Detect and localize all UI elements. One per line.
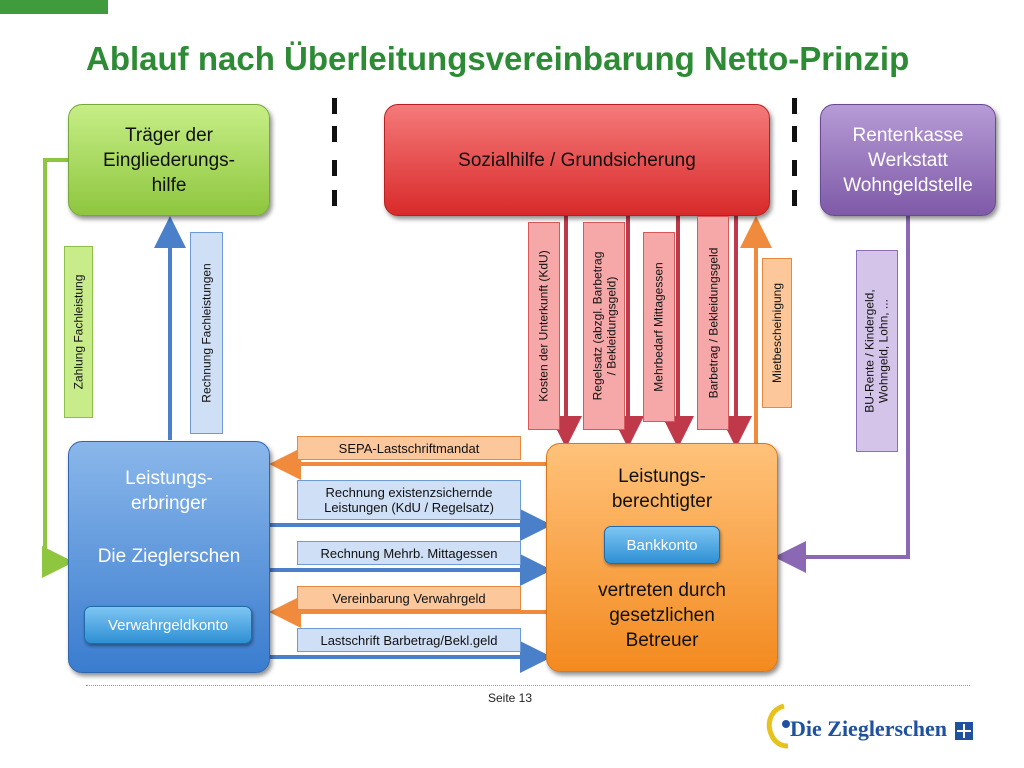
box-erbringer-line2: erbringer [130, 493, 208, 514]
box-erbringer-line1: Leistungs- [125, 468, 213, 489]
box-traeger-line3: hilfe [151, 174, 187, 196]
box-traeger-eingliederungshilfe: Träger der Eingliederungs- hilfe [68, 104, 270, 216]
page-number: Seite 13 [488, 691, 533, 705]
box-rentenkasse-line2: Werkstatt [868, 149, 948, 171]
label-verwahrgeld: Vereinbarung Verwahrgeld [297, 586, 521, 610]
label-rechnung-existenz: Rechnung existenzsichernde Leistungen (K… [297, 480, 521, 520]
box-berechtigter-line2: berechtigter [611, 491, 713, 512]
box-sozialhilfe: Sozialhilfe / Grundsicherung [384, 104, 770, 216]
arrow-bu-rente [774, 214, 910, 573]
box-berechtigter-line4: gesetzlichen [609, 605, 715, 626]
label-barbetrag: Barbetrag / Bekleidungsgeld [697, 216, 729, 430]
box-rentenkasse-line1: Rentenkasse [852, 124, 964, 146]
box-traeger-line2: Eingliederungs- [102, 149, 236, 171]
bankkonto: Bankkonto [604, 526, 720, 564]
logo-mark-icon [766, 703, 790, 749]
footer-divider [86, 685, 970, 686]
verwahrgeldkonto: Verwahrgeldkonto [84, 606, 252, 644]
box-berechtigter-line3: vertreten durch [598, 580, 726, 601]
label-bu-rente: BU-Rente / Kindergeld,Wohngeld, Lohn, ..… [856, 250, 898, 452]
box-berechtigter-line5: Betreuer [625, 630, 699, 651]
box-berechtigter-line1: Leistungs- [618, 466, 706, 487]
label-zahlung-fachleistung: Zahlung Fachleistung [64, 246, 93, 418]
page-title: Ablauf nach Überleitungsvereinbarung Net… [86, 40, 910, 77]
box-rentenkasse: Rentenkasse Werkstatt Wohngeldstelle [820, 104, 996, 216]
logo-cross-icon [955, 722, 973, 740]
label-rechnung-fachleistungen: Rechnung Fachleistungen [190, 232, 223, 434]
label-sepa: SEPA-Lastschriftmandat [297, 436, 521, 460]
label-regelsatz: Regelsatz (abzgl. Barbetrag/ Bekleidungs… [583, 222, 625, 430]
box-sozialhilfe-label: Sozialhilfe / Grundsicherung [458, 149, 696, 171]
accent-bar [0, 0, 108, 14]
box-erbringer-line3: Die Zieglerschen [97, 546, 241, 567]
label-mehrb: Rechnung Mehrb. Mittagessen [297, 541, 521, 565]
label-lastschrift: Lastschrift Barbetrag/Bekl.geld [297, 628, 521, 652]
label-kdu: Kosten der Unterkunft (KdU) [528, 222, 560, 430]
label-mehrbedarf: Mehrbedarf Mittagessen [643, 232, 675, 422]
box-rentenkasse-line3: Wohngeldstelle [843, 174, 973, 196]
label-mietbescheinigung: Mietbescheinigung [762, 258, 792, 408]
arrow-zahlung-fachleistung [42, 158, 74, 578]
logo-text: Die Zieglerschen [790, 716, 948, 741]
box-traeger-line1: Träger der [125, 124, 213, 146]
